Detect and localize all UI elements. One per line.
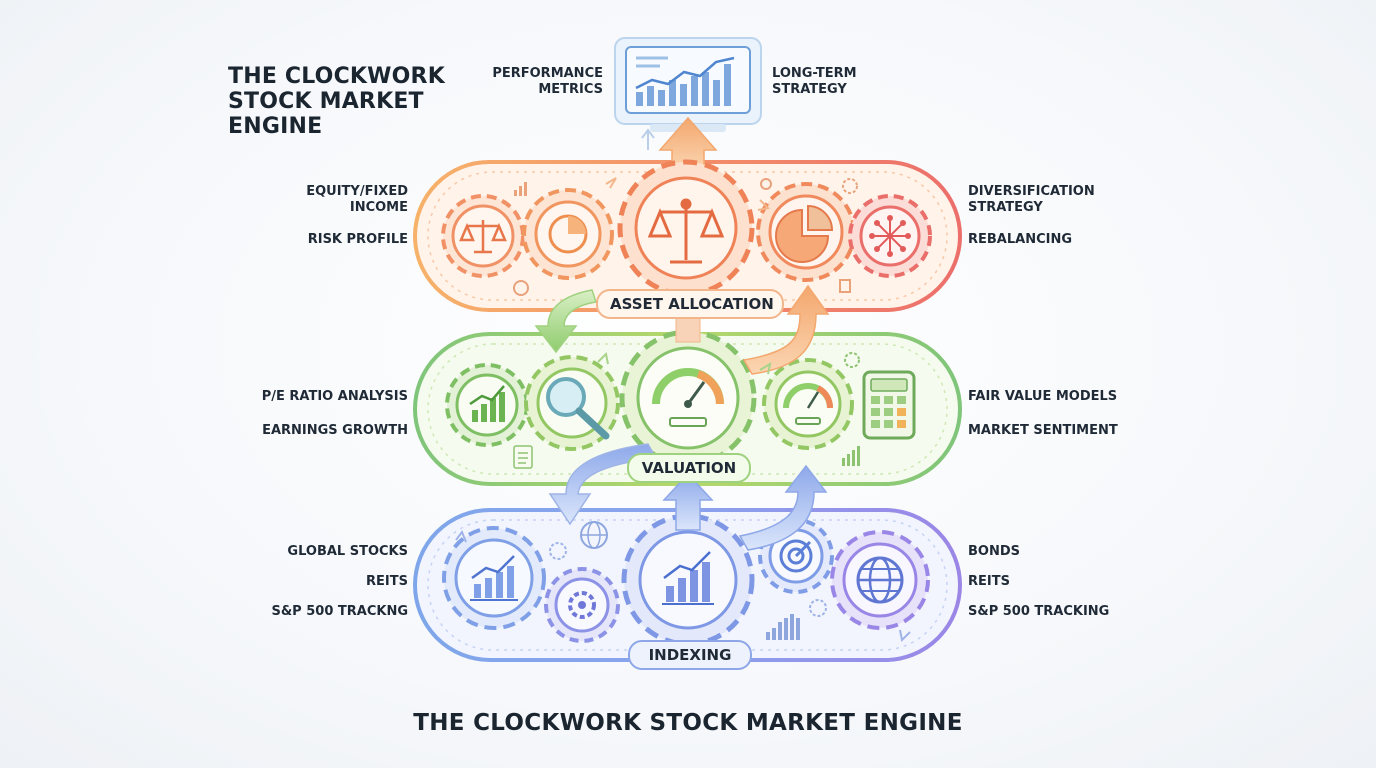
- gear-gauge-large: [619, 329, 757, 467]
- label-line: EQUITY/FIXED: [306, 184, 408, 199]
- label-line: LONG-TERM: [772, 66, 857, 81]
- label-sp500-tracking-right: S&P 500 TRACKING: [968, 604, 1110, 619]
- label-pe-ratio-analysis: P/E RATIO ANALYSIS: [261, 389, 408, 404]
- mini-gear-icon: [760, 178, 858, 194]
- label-earnings-growth: EARNINGS GROWTH: [262, 423, 408, 438]
- label-reits-right: REITS: [968, 574, 1010, 589]
- gear-pie-small: [522, 188, 614, 280]
- diagram-title-top: THE CLOCKWORK STOCK MARKET ENGINE: [228, 64, 458, 139]
- gear-scales-small: [441, 194, 525, 278]
- label-risk-profile: RISK PROFILE: [307, 232, 408, 247]
- flow-arrows: [455, 177, 911, 643]
- gear-magnifier: [524, 355, 620, 451]
- tier-label-valuation: VALUATION: [627, 453, 751, 483]
- title-line-1: THE CLOCKWORK: [228, 64, 445, 89]
- title-line-3: ENGINE: [228, 114, 323, 139]
- label-diversification-strategy: DIVERSIFICATION STRATEGY: [968, 184, 1095, 216]
- label-rebalancing: REBALANCING: [968, 232, 1073, 247]
- gear-network: [848, 194, 932, 278]
- label-line: STRATEGY: [772, 82, 847, 97]
- mini-globe-icon: [549, 521, 827, 617]
- label-market-sentiment: MARKET SENTIMENT: [968, 423, 1118, 438]
- gear-gauge-small: [762, 358, 854, 450]
- gear-scales-large: [617, 159, 755, 297]
- label-line: DIVERSIFICATION: [968, 184, 1095, 199]
- arrow-indexing-to-valuation-center: [662, 472, 714, 531]
- diagram-title-bottom: THE CLOCKWORK STOCK MARKET ENGINE: [413, 710, 963, 736]
- mini-bar-chart-icon: [514, 182, 527, 196]
- label-long-term-strategy: LONG-TERM STRATEGY: [772, 66, 857, 98]
- label-global-stocks: GLOBAL STOCKS: [287, 544, 408, 559]
- label-line: METRICS: [538, 82, 603, 97]
- mini-document-icon: [513, 445, 533, 469]
- arrow-valuation-to-indexing-left: [548, 443, 658, 526]
- calculator-icon: [862, 370, 916, 440]
- mini-pie-icon: [513, 279, 851, 296]
- gear-bar-chart-green: [445, 363, 529, 447]
- label-fair-value-models: FAIR VALUE MODELS: [968, 389, 1118, 404]
- arrow-valuation-to-asset-right: [742, 284, 830, 375]
- gear-pie-large: [756, 182, 856, 282]
- arrow-indexing-to-valuation-right: [738, 464, 828, 551]
- gear-globe: [830, 530, 930, 630]
- label-equity-fixed-income: EQUITY/FIXED INCOME: [306, 184, 408, 216]
- label-performance-metrics: PERFORMANCE METRICS: [492, 66, 603, 98]
- label-line: PERFORMANCE: [492, 66, 603, 81]
- label-sp500-tracking-left: S&P 500 TRACKNG: [271, 604, 408, 619]
- label-line: STRATEGY: [968, 200, 1043, 215]
- label-line: INCOME: [349, 200, 408, 215]
- gear-bar-chart-blue: [442, 526, 546, 630]
- label-bonds: BONDS: [968, 544, 1020, 559]
- mini-bars-green-icon: [842, 352, 860, 466]
- gear-cog-blue: [544, 567, 620, 643]
- mini-bars-blue-icon: [766, 614, 800, 640]
- label-reits-left: REITS: [366, 574, 408, 589]
- performance-monitor-icon: [614, 37, 762, 132]
- gear-bar-chart-center: [621, 513, 755, 647]
- tier-label-asset-allocation: ASSET ALLOCATION: [596, 289, 784, 319]
- title-line-2: STOCK MARKET: [228, 89, 424, 114]
- tier-label-indexing: INDEXING: [628, 640, 752, 670]
- arrow-asset-to-valuation-left: [534, 289, 597, 354]
